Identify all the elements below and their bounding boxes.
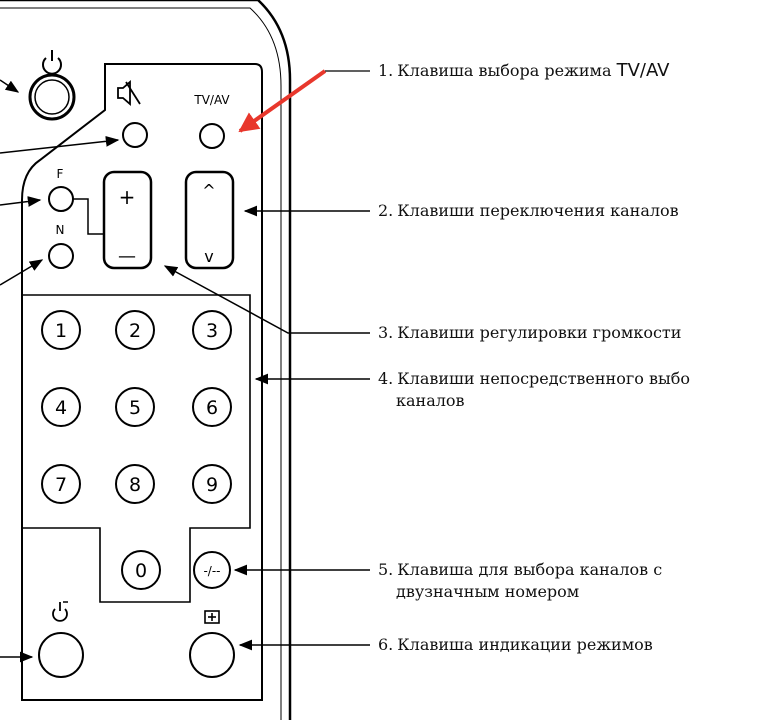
numpad-border	[22, 294, 251, 603]
tv-av-button[interactable]	[199, 123, 225, 149]
callout-3-text: Клавиши регулировки громкости	[397, 323, 682, 342]
digit-label-3: 3	[206, 320, 218, 342]
f-connector-line	[73, 198, 104, 235]
callout-4-number: 4.	[378, 369, 394, 388]
callout-2: 2.Клавиши переключения каналов	[378, 200, 679, 222]
digit-button-5[interactable]	[115, 387, 155, 427]
digit-label-2: 2	[129, 320, 141, 342]
digit-label-5: 5	[129, 397, 141, 419]
mute-button[interactable]	[122, 122, 148, 148]
callout-1: 1.Клавиша выбора режима TV/AV	[378, 60, 669, 82]
f-button[interactable]	[48, 186, 74, 212]
power-button[interactable]	[28, 73, 76, 121]
callout-1-suffix: TV/AV	[616, 60, 670, 81]
callout-6-text: Клавиша индикации режимов	[397, 635, 653, 654]
volume-minus-label: —	[118, 246, 136, 267]
remote-body	[0, 0, 292, 720]
left-arrow-mute	[0, 135, 120, 154]
digit-button-3[interactable]	[192, 310, 232, 350]
n-label: N	[56, 223, 65, 237]
digit-button-7[interactable]	[41, 464, 81, 504]
digit-button-8[interactable]	[115, 464, 155, 504]
display-icon	[204, 610, 220, 624]
dash-button[interactable]	[193, 551, 231, 589]
callout-1-number: 1.	[378, 61, 394, 80]
remote-inner-edge	[0, 7, 282, 720]
red-arrow-tvav	[238, 69, 327, 133]
digit-label-7: 7	[55, 474, 67, 496]
digit-label-9: 9	[206, 474, 218, 496]
digit-label-8: 8	[129, 474, 141, 496]
digit-label-6: 6	[206, 397, 218, 419]
callout-6-number: 6.	[378, 635, 394, 654]
digit-button-0[interactable]	[121, 550, 161, 590]
timer-icon	[52, 601, 68, 622]
callout-3-number: 3.	[378, 323, 394, 342]
callout-4-line2: каналов	[396, 391, 465, 410]
leader-3	[163, 265, 370, 334]
power-icon	[42, 50, 62, 75]
digit-button-1[interactable]	[41, 310, 81, 350]
callout-3: 3.Клавиши регулировки громкости	[378, 322, 681, 344]
n-button[interactable]	[48, 243, 74, 269]
digit-label-0: 0	[135, 560, 147, 582]
channel-up-label: ^	[202, 181, 215, 200]
dash-label: -/--	[203, 564, 220, 578]
left-arrow-power	[0, 79, 20, 93]
volume-plus-label: +	[119, 185, 136, 209]
callout-2-number: 2.	[378, 201, 394, 220]
left-arrow-n	[0, 259, 44, 286]
mute-icon	[117, 80, 141, 106]
digit-label-1: 1	[55, 320, 67, 342]
left-arrow-f	[0, 196, 42, 207]
callout-1-text: Клавиша выбора режима	[397, 61, 612, 80]
digit-button-9[interactable]	[192, 464, 232, 504]
callout-6: 6.Клавиша индикации режимов	[378, 634, 653, 656]
channel-rocker[interactable]	[184, 170, 235, 270]
callout-2-text: Клавиши переключения каналов	[397, 201, 679, 220]
tv-av-label: TV/AV	[193, 93, 230, 107]
callout-5: 5.Клавиша для выбора каналов с двузначны…	[378, 559, 662, 603]
inner-panel	[21, 63, 263, 701]
timer-button[interactable]	[38, 632, 84, 678]
callout-4: 4.Клавиши непосредственного выбо каналов	[378, 368, 690, 412]
digit-label-4: 4	[55, 397, 67, 419]
callout-4-text: Клавиши непосредственного выбо	[397, 369, 690, 388]
channel-down-label: v	[204, 247, 213, 266]
digit-button-2[interactable]	[115, 310, 155, 350]
callout-5-line2: двузначным номером	[396, 582, 580, 601]
digit-button-4[interactable]	[41, 387, 81, 427]
digit-button-6[interactable]	[192, 387, 232, 427]
display-button[interactable]	[189, 632, 235, 678]
callout-5-number: 5.	[378, 560, 394, 579]
f-label: F	[57, 167, 64, 181]
callout-5-text: Клавиша для выбора каналов с	[397, 560, 663, 579]
volume-rocker[interactable]	[102, 170, 153, 270]
